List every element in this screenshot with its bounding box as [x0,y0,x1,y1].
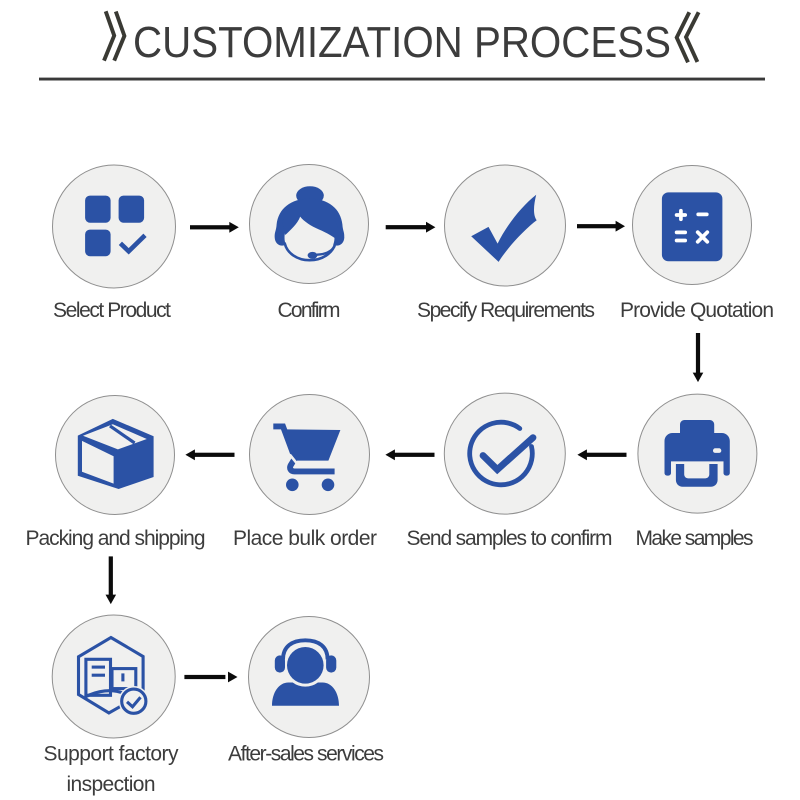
svg-text:Place bulk order: Place bulk order [233,527,377,550]
svg-text:Specify Requirements: Specify Requirements [417,299,595,322]
svg-text:CUSTOMIZATION PROCESS: CUSTOMIZATION PROCESS [133,18,671,67]
svg-text:Select Product: Select Product [53,299,171,322]
svg-text:Send samples to confirm: Send samples to confirm [407,527,613,550]
svg-text:Provide Quotation: Provide Quotation [620,299,774,322]
svg-text:Make samples: Make samples [636,527,754,550]
svg-text:After-sales services: After-sales services [228,743,384,766]
svg-text:inspection: inspection [67,773,156,796]
svg-text:Support factory: Support factory [44,743,180,766]
svg-text:Packing and shipping: Packing and shipping [26,527,206,550]
svg-text:Confirm: Confirm [278,299,341,322]
